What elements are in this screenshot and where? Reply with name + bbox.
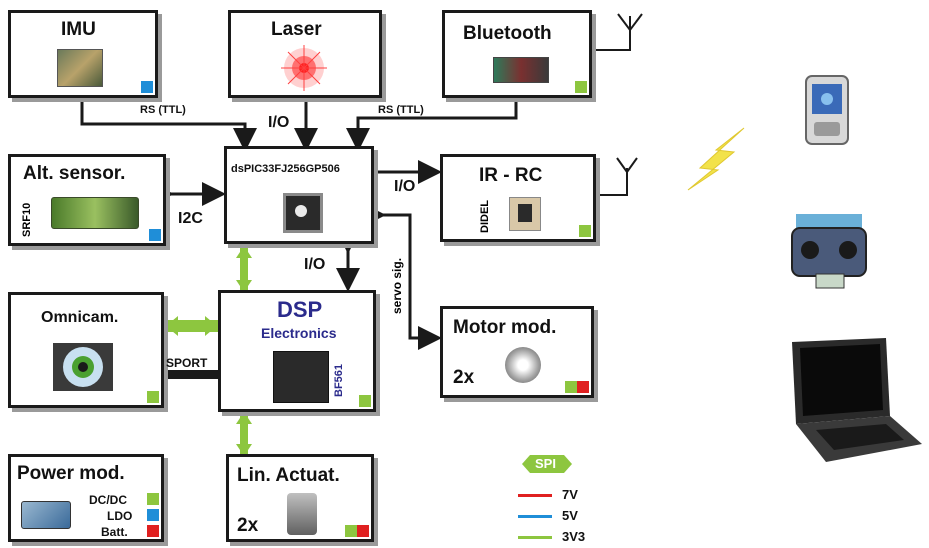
- spi-bus-mcu-dsp-bot: [236, 280, 252, 292]
- power-title: Power mod.: [17, 463, 125, 484]
- power-indicator-blue: [149, 229, 161, 241]
- batt-label: Batt.: [101, 525, 128, 539]
- ir-antenna: [598, 157, 638, 196]
- power-indicator-blue: [141, 81, 153, 93]
- dsp-subtitle: Electronics: [261, 325, 337, 341]
- spi-bus-dsp-act: [240, 412, 248, 456]
- actuator-title: Lin. Actuat.: [237, 465, 340, 486]
- mcu-chip-image: [283, 193, 323, 233]
- io-laser-label: I/O: [268, 114, 290, 131]
- imu-title: IMU: [61, 19, 96, 40]
- bluetooth-antenna: [590, 13, 643, 51]
- power-indicator-red: [357, 525, 369, 537]
- laptop-icon: [792, 338, 922, 462]
- power-indicator-green: [565, 381, 577, 393]
- legend-line-3v3: [518, 536, 552, 539]
- ir-rc-block: IR - RC DIDEL: [440, 154, 596, 242]
- batt-color-key: [147, 525, 159, 537]
- power-indicator-green: [345, 525, 357, 537]
- omnicam-image: [53, 343, 113, 391]
- spi-bus-omni-right: [205, 316, 217, 336]
- spi-bus-omni-left: [166, 316, 178, 336]
- servo-link: [362, 203, 442, 350]
- omnicam-block: Omnicam.: [8, 292, 164, 408]
- dcdc-label: DC/DC: [89, 493, 127, 507]
- dsp-title: DSP: [277, 297, 323, 322]
- sport-label: SPORT: [166, 356, 208, 370]
- sport-bus: [165, 370, 220, 379]
- io-dsp-label: I/O: [304, 256, 326, 273]
- servo-signal-label: servo sig.: [390, 257, 404, 314]
- power-indicator-red: [577, 381, 589, 393]
- actuator-count: 2x: [237, 515, 259, 536]
- ir-receiver-image: [509, 197, 541, 231]
- laser-title: Laser: [271, 19, 322, 40]
- spi-legend-badge: SPI: [522, 455, 572, 473]
- srf10-sensor-image: [51, 197, 139, 229]
- rs-ttl-label-right: RS (TTL): [378, 104, 424, 116]
- power-indicator-green: [579, 225, 591, 237]
- spi-bus-mcu-dsp-top: [236, 246, 252, 258]
- legend-line-7v: [518, 494, 552, 497]
- alt-sensor-title: Alt. sensor.: [23, 163, 126, 184]
- rc-transmitter-icon: [791, 214, 867, 289]
- power-module-image: [21, 501, 71, 529]
- spi-bus-dsp-act-bot: [236, 444, 252, 456]
- alt-sensor-model: SRF10: [21, 202, 33, 237]
- actuator-image: [287, 493, 317, 535]
- dsp-chip-label: BF561: [333, 363, 345, 397]
- imu-board-image: [57, 49, 103, 87]
- bluetooth-module-image: [493, 57, 549, 83]
- power-indicator-green: [359, 395, 371, 407]
- rs-link-imu: [70, 80, 257, 152]
- bluetooth-title: Bluetooth: [463, 23, 552, 44]
- bf561-chip-image: [273, 351, 329, 403]
- legend-7v-label: 7V: [562, 487, 578, 502]
- wireless-bolt-icon: [687, 127, 745, 191]
- power-indicator-green: [147, 391, 159, 403]
- power-indicator-green: [575, 81, 587, 93]
- legend-3v3-label: 3V3: [562, 529, 586, 544]
- power-block: Power mod. DC/DC LDO Batt.: [8, 454, 164, 542]
- dsp-block: DSP Electronics BF561: [218, 290, 376, 412]
- mcu-block: dsPIC33FJ256GP506: [224, 146, 374, 244]
- spi-bus-mcu-dsp: [240, 246, 248, 292]
- ldo-label: LDO: [107, 509, 133, 523]
- motor-image: [505, 347, 541, 383]
- rs-ttl-label-left: RS (TTL): [140, 104, 186, 116]
- bluetooth-block: Bluetooth: [442, 10, 592, 98]
- laser-burst-icon: [281, 45, 327, 91]
- laser-block: Laser: [228, 10, 382, 98]
- ldo-color-key: [147, 509, 159, 521]
- omnicam-title: Omnicam.: [41, 309, 119, 326]
- rs-link-bluetooth: [346, 80, 528, 152]
- pda-icon: [805, 75, 849, 145]
- dcdc-color-key: [147, 493, 159, 505]
- ir-rc-title: IR - RC: [479, 165, 543, 186]
- legend-5v-label: 5V: [562, 508, 578, 523]
- alt-sensor-block: Alt. sensor. SRF10: [8, 154, 166, 246]
- mcu-title: dsPIC33FJ256GP506: [231, 163, 340, 175]
- spi-legend-label: SPI: [535, 456, 556, 471]
- io-ir-label: I/O: [394, 178, 416, 195]
- imu-block: IMU: [8, 10, 158, 98]
- motor-block: Motor mod. 2x: [440, 306, 594, 398]
- ir-rc-model: DIDEL: [479, 200, 491, 233]
- motor-title: Motor mod.: [453, 317, 557, 338]
- spi-bus-dsp-act-top: [236, 412, 252, 424]
- actuator-block: Lin. Actuat. 2x: [226, 454, 374, 542]
- i2c-label: I2C: [178, 210, 203, 227]
- motor-count: 2x: [453, 367, 475, 388]
- legend-line-5v: [518, 515, 552, 518]
